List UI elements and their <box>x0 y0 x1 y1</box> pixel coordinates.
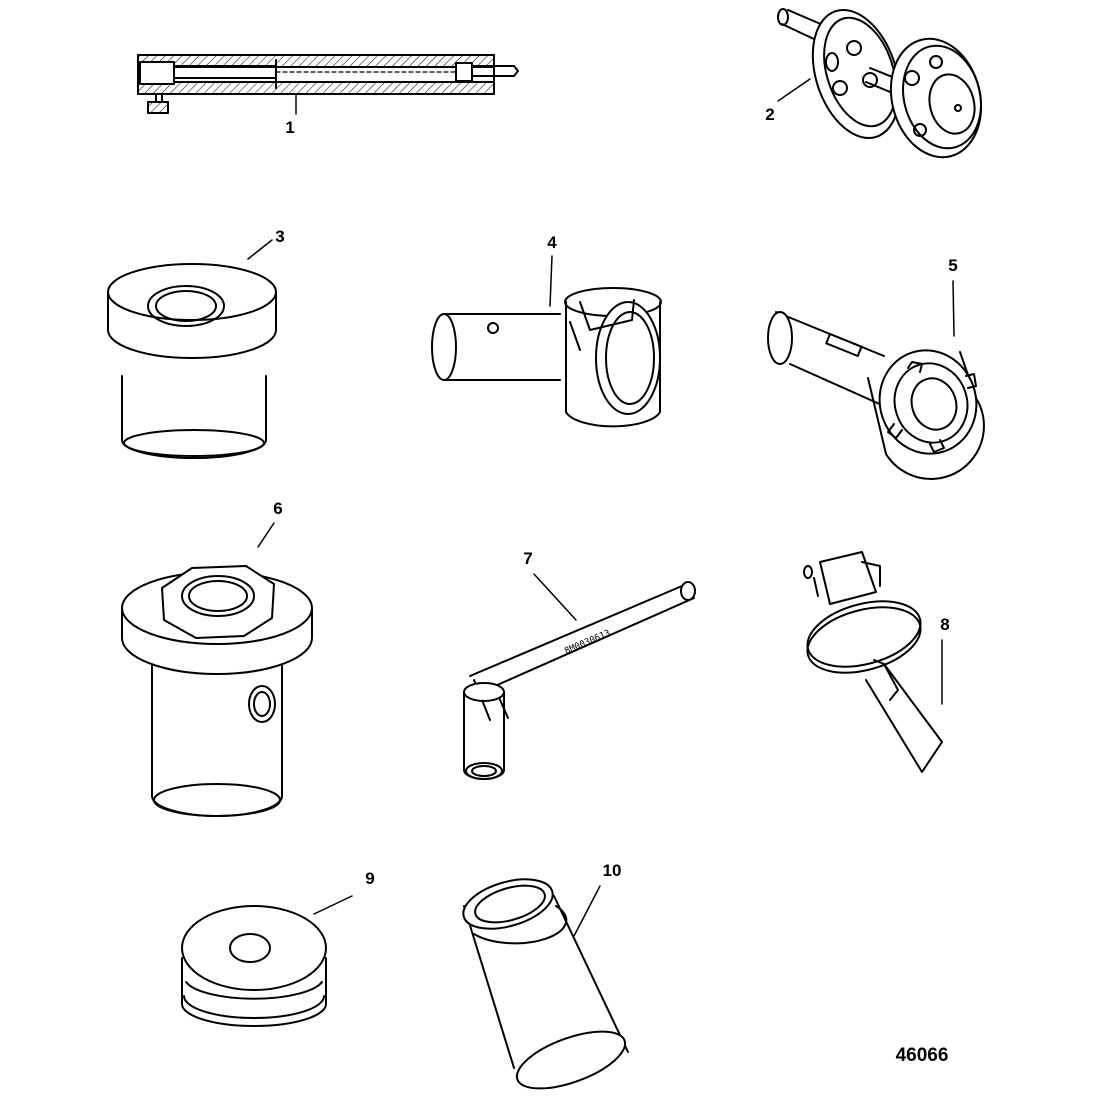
tool-4-slotted-tool <box>431 255 662 428</box>
callout-1: 1 <box>285 118 294 137</box>
tool-2-disc-puller <box>777 8 983 159</box>
callout-10: 10 <box>603 861 622 880</box>
callout-8: 8 <box>940 615 949 634</box>
callout-7: 7 <box>523 549 532 568</box>
callout-3: 3 <box>275 227 284 246</box>
tool-8-clamp <box>803 551 943 773</box>
tool-7-l-wrench <box>463 573 696 780</box>
tool-6-hex-driver <box>121 522 313 817</box>
callout-9: 9 <box>365 869 374 888</box>
tool-9-plug <box>181 895 353 1027</box>
figure-number: 46066 <box>896 1045 949 1066</box>
callout-6: 6 <box>273 499 282 518</box>
tool-3-bushing <box>107 239 277 459</box>
callout-4: 4 <box>547 233 557 252</box>
tool-5-spanner-socket <box>767 280 985 480</box>
callout-2: 2 <box>765 105 774 124</box>
tool-10-sleeve <box>462 878 629 1090</box>
callout-5: 5 <box>948 256 957 275</box>
tool-1-bar <box>137 54 519 115</box>
